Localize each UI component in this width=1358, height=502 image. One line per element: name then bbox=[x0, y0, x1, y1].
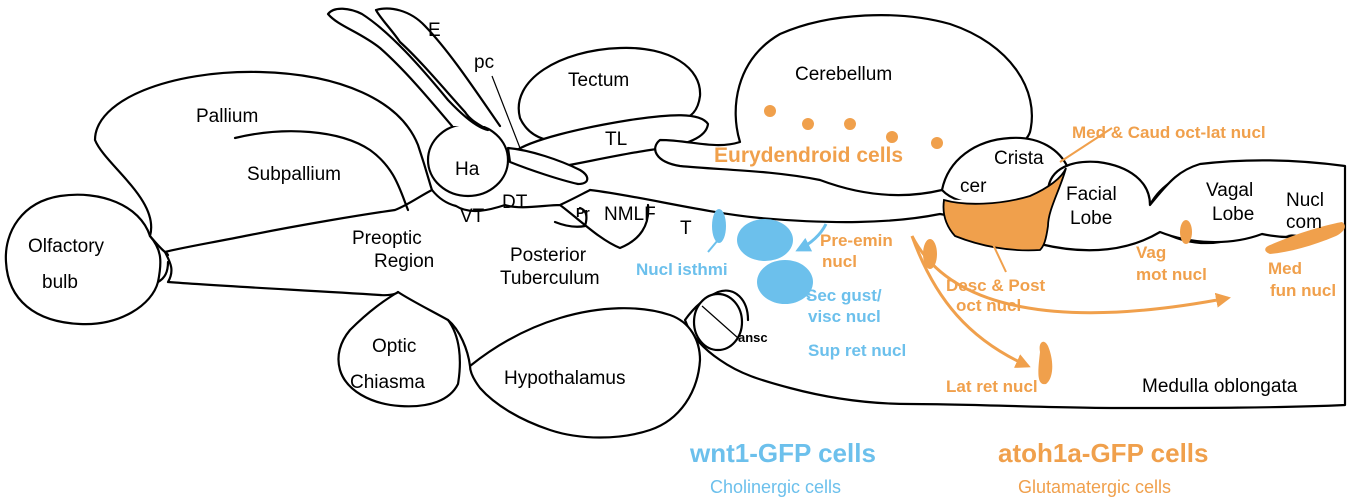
label-e: E bbox=[428, 20, 441, 41]
sec-gust-pointer bbox=[799, 289, 811, 299]
pc-outline bbox=[506, 146, 589, 186]
region-labels: E pc Tectum Cerebellum Pallium TL Ha Sub… bbox=[28, 20, 1324, 397]
label-cer: cer bbox=[960, 176, 987, 197]
atoh1a-structures bbox=[764, 105, 1345, 385]
label-posterior-1: Posterior bbox=[510, 245, 587, 266]
epiphysis-outline bbox=[326, 7, 502, 132]
label-nucl-isthmi: Nucl isthmi bbox=[636, 260, 728, 279]
lat-ret-nucl-marker bbox=[1038, 341, 1053, 385]
atoh1a-labels: Eurydendroid cells Med & Caud oct-lat nu… bbox=[714, 123, 1336, 396]
label-pc: pc bbox=[474, 52, 494, 73]
nucl-isthmi-pointer bbox=[707, 239, 719, 253]
label-pre-emin-1: Pre-emin bbox=[820, 231, 893, 250]
label-cerebellum: Cerebellum bbox=[795, 64, 892, 85]
pallium-outline bbox=[93, 70, 434, 254]
diencephalon-outline bbox=[163, 188, 650, 368]
legend-atoh1a-subtitle: Glutamatergic cells bbox=[1018, 477, 1171, 497]
med-fun-nucl-marker bbox=[1265, 222, 1345, 254]
nucl-isthmi-marker bbox=[712, 209, 726, 243]
eurydendroid-dot bbox=[931, 137, 943, 149]
wnt1-labels: Nucl isthmi Sec gust/ visc nucl Sup ret … bbox=[636, 260, 906, 360]
label-posterior-2: Tuberculum bbox=[500, 268, 600, 289]
subpallium-divider bbox=[233, 130, 410, 212]
wnt1-structures bbox=[707, 209, 828, 304]
label-desc-post-1: Desc & Post bbox=[946, 276, 1046, 295]
med-caud-pointer bbox=[1059, 127, 1113, 163]
label-medulla: Medulla oblongata bbox=[1142, 376, 1298, 397]
eurydendroid-dot bbox=[764, 105, 776, 117]
label-preoptic-2: Region bbox=[374, 251, 434, 272]
vag-mot-nucl-marker bbox=[1180, 220, 1192, 244]
eurydendroid-dot bbox=[886, 131, 898, 143]
label-sup-ret: Sup ret nucl bbox=[808, 341, 906, 360]
label-pr: Pr bbox=[576, 205, 590, 220]
label-med-fun-1: Med bbox=[1268, 259, 1302, 278]
label-ha: Ha bbox=[455, 159, 480, 180]
legend: wnt1-GFP cells Cholinergic cells atoh1a-… bbox=[689, 438, 1209, 497]
eurydendroid-dot bbox=[844, 118, 856, 130]
desc-post-oct-nucl-marker bbox=[923, 239, 937, 269]
label-vag-mot-2: mot nucl bbox=[1136, 265, 1207, 284]
label-med-fun-2: fun nucl bbox=[1270, 281, 1336, 300]
pre-emin-arrow bbox=[795, 223, 828, 252]
sec-gust-visc-nucl-marker bbox=[757, 260, 813, 304]
olfactory-bulb-outline bbox=[4, 193, 162, 326]
label-dt: DT bbox=[502, 192, 528, 213]
label-tectum: Tectum bbox=[568, 70, 629, 91]
label-crista: Crista bbox=[994, 148, 1044, 169]
label-facial-lobe-2: Lobe bbox=[1070, 208, 1112, 229]
label-nmlf: NMLF bbox=[604, 204, 656, 225]
label-optic-2: Chiasma bbox=[350, 372, 425, 393]
label-vag-mot-1: Vag bbox=[1136, 243, 1166, 262]
label-pre-emin-2: nucl bbox=[822, 252, 857, 271]
pre-emin-nucl-marker bbox=[737, 219, 793, 261]
label-hypothalamus: Hypothalamus bbox=[504, 368, 625, 389]
ansc-outline bbox=[692, 292, 744, 352]
label-facial-lobe-1: Facial bbox=[1066, 184, 1117, 205]
cerebellum-outline bbox=[654, 14, 1033, 197]
label-vagal-lobe-1: Vagal bbox=[1206, 180, 1253, 201]
label-olfactory-2: bulb bbox=[42, 272, 78, 293]
label-vt: VT bbox=[460, 206, 485, 227]
label-vagal-lobe-2: Lobe bbox=[1212, 204, 1254, 225]
med-caud-oct-lat-nucl-region bbox=[942, 167, 1067, 252]
label-preoptic-1: Preoptic bbox=[352, 228, 422, 249]
label-med-caud: Med & Caud oct-lat nucl bbox=[1072, 123, 1266, 142]
label-ansc: ansc bbox=[738, 330, 768, 345]
label-optic-1: Optic bbox=[372, 336, 416, 357]
hypothalamus-outline bbox=[468, 307, 702, 439]
label-lat-ret: Lat ret nucl bbox=[946, 377, 1038, 396]
label-nucl-com-1: Nucl bbox=[1286, 190, 1324, 211]
pc-pointer bbox=[491, 75, 521, 149]
migration-arrow-med-fun bbox=[910, 235, 1231, 315]
brain-outlines bbox=[4, 7, 1347, 439]
eurydendroid-dot bbox=[802, 118, 814, 130]
desc-post-pointer bbox=[989, 237, 1007, 273]
label-eurydendroid: Eurydendroid cells bbox=[714, 144, 903, 167]
label-pallium: Pallium bbox=[196, 106, 258, 127]
label-tl: TL bbox=[605, 129, 627, 150]
label-olfactory-1: Olfactory bbox=[28, 236, 105, 257]
legend-wnt1-title: wnt1-GFP cells bbox=[689, 438, 876, 468]
label-desc-post-2: oct nucl bbox=[956, 296, 1021, 315]
label-nucl-com-2: com bbox=[1286, 212, 1322, 233]
migration-arrow-lat-ret bbox=[910, 235, 1031, 368]
ansc-inner-line bbox=[701, 305, 739, 339]
label-sec-gust-2: visc nucl bbox=[808, 307, 881, 326]
label-sec-gust-1: Sec gust/ bbox=[806, 286, 882, 305]
label-t: T bbox=[680, 218, 692, 239]
label-subpallium: Subpallium bbox=[247, 164, 341, 185]
legend-wnt1-subtitle: Cholinergic cells bbox=[710, 477, 841, 497]
legend-atoh1a-title: atoh1a-GFP cells bbox=[998, 438, 1209, 468]
